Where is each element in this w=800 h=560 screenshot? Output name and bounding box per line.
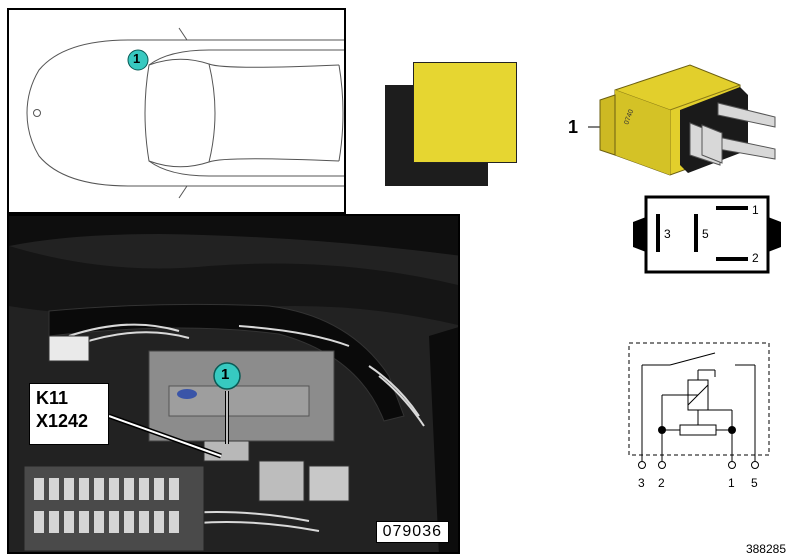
svg-text:0740: 0740 <box>623 109 635 126</box>
photo-code: 079036 <box>375 521 449 543</box>
relay-part-label: 1 <box>568 117 579 137</box>
photo-callout-number: 1 <box>221 366 230 383</box>
relay-pinout-diagram <box>633 195 781 274</box>
location-callout-number: 1 <box>133 51 141 66</box>
pinout-label-5: 5 <box>702 227 709 241</box>
component-label-box: K11 X1242 <box>29 383 109 445</box>
component-label-x1242: X1242 <box>36 411 89 431</box>
color-swatch-yellow <box>413 62 517 163</box>
pinout-label-2: 2 <box>752 251 759 265</box>
installation-photo: 1 K11 X1242 079036 <box>7 214 460 554</box>
photo-callout-marker <box>213 362 241 390</box>
pinout-label-1: 1 <box>752 203 759 217</box>
engine-bay-photo <box>9 216 458 552</box>
component-label-k11: K11 <box>36 388 69 408</box>
car-location-diagram: 1 <box>7 8 346 214</box>
car-outline <box>26 27 344 199</box>
location-callout-marker <box>127 49 149 71</box>
schematic-terminal-2: 2 <box>658 476 665 490</box>
catalog-number: 388285 <box>745 542 786 556</box>
pinout-label-3: 3 <box>664 227 671 241</box>
schematic-terminal-1: 1 <box>728 476 735 490</box>
schematic-terminal-3: 3 <box>638 476 645 490</box>
relay-schematic <box>628 342 770 469</box>
schematic-terminal-5: 5 <box>751 476 758 490</box>
relay-illustration: 0740 <box>588 64 776 176</box>
